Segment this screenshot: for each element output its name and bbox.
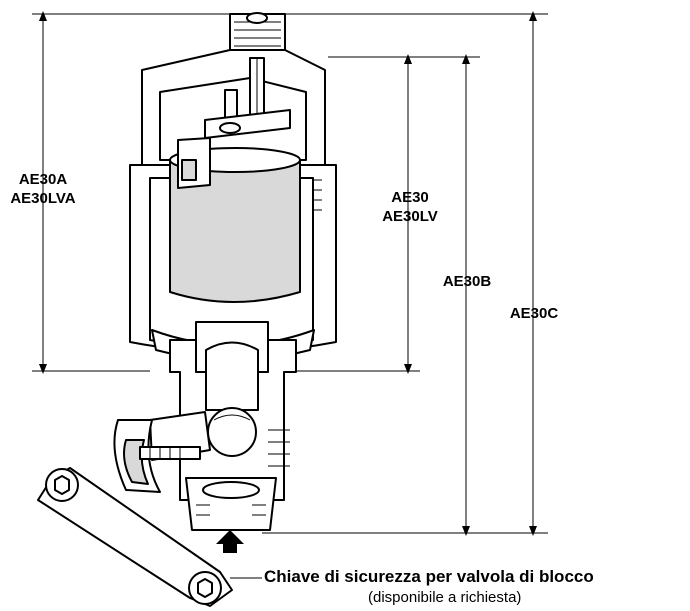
safety-key xyxy=(37,467,233,607)
label-ae30a-line1: AE30A xyxy=(18,171,68,188)
valve-body xyxy=(113,12,337,531)
inflow-arrow-icon xyxy=(216,530,244,553)
key-caption-title: Chiave di sicurezza per valvola di blocc… xyxy=(264,567,594,586)
label-ae30a-line2: AE30LVA xyxy=(10,190,76,207)
label-ae30-line2: AE30LV xyxy=(382,208,438,225)
label-ae30: AE30 AE30LV xyxy=(370,188,450,226)
label-ae30a: AE30A AE30LVA xyxy=(3,170,83,208)
label-ae30b: AE30B xyxy=(442,273,492,290)
label-ae30c: AE30C xyxy=(509,305,559,322)
key-caption-subtitle: (disponibile a richiesta) xyxy=(368,589,522,606)
label-ae30-line1: AE30 xyxy=(391,189,429,206)
